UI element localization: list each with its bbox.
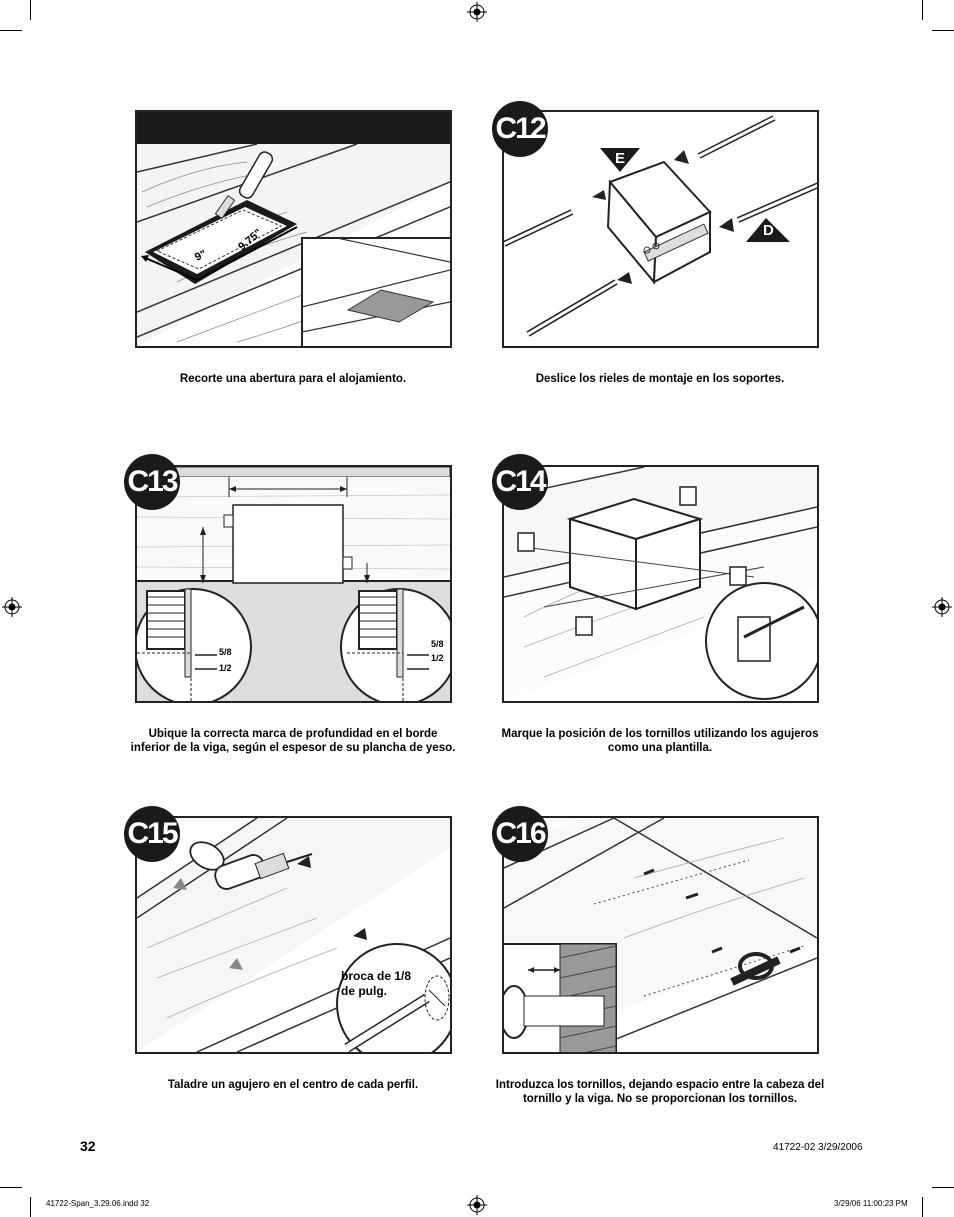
drill-hole-illustration — [137, 818, 450, 1052]
doc-code: 41722-02 3/29/2006 — [773, 1142, 863, 1153]
step-badge-c15: C15 — [124, 806, 180, 862]
depth-mark-1-2-right: 1/2 — [431, 653, 444, 663]
registration-mark-right — [932, 597, 952, 617]
registration-mark-left — [2, 597, 22, 617]
caption-insert-screws: Introduzca los tornillos, dejando espaci… — [495, 1079, 825, 1105]
step-badge-c12: C12 — [492, 101, 548, 157]
step-badge-c13: C13 — [124, 454, 180, 510]
panel-drill-hole: broca de 1/8 de pulg. — [135, 816, 452, 1054]
insert-screws-illustration — [504, 818, 817, 1052]
depth-mark-1-2-left: 1/2 — [219, 663, 232, 673]
depth-mark-illustration — [137, 467, 450, 701]
registration-mark-bottom — [467, 1195, 487, 1215]
caption-drill-hole: Taladre un agujero en el centro de cada … — [167, 1079, 419, 1091]
drill-bit-callout: broca de 1/8 de pulg. — [341, 969, 412, 998]
registration-mark-top — [467, 2, 487, 22]
screw-template-illustration — [504, 467, 817, 701]
page-number: 32 — [80, 1138, 96, 1154]
panel-mounting-rails: E D — [502, 110, 819, 348]
panel-depth-mark: 5/8 1/2 5/8 1/2 — [135, 465, 452, 703]
depth-mark-5-8-right: 5/8 — [431, 639, 444, 649]
step-badge-c14: C14 — [492, 454, 548, 510]
mounting-rails-illustration — [504, 115, 817, 337]
caption-mounting-rails: Deslice los rieles de montaje en los sop… — [535, 373, 785, 385]
caption-screw-template: Marque la posición de los tornillos util… — [501, 728, 819, 754]
panel-screw-template — [502, 465, 819, 703]
step-badge-c16: C16 — [492, 806, 548, 862]
panel-insert-screws — [502, 816, 819, 1054]
depth-mark-5-8-left: 5/8 — [219, 647, 232, 657]
caption-depth-mark: Ubique la correcta marca de profundidad … — [130, 728, 456, 754]
caption-cut-opening: Recorte una abertura para el alojamiento… — [179, 373, 407, 385]
file-name: 41722-Span_3.29.06.indd 32 — [46, 1199, 150, 1208]
label-e: E — [615, 150, 626, 167]
panel-cut-opening: 9" 9.75" — [135, 110, 452, 348]
label-d: D — [763, 222, 774, 239]
timestamp: 3/29/06 11:00:23 PM — [834, 1199, 908, 1208]
cut-opening-illustration — [137, 112, 450, 346]
